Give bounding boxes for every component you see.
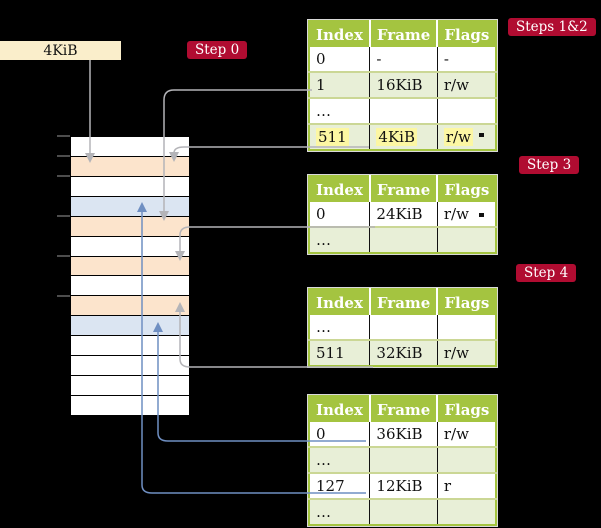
highlight: r/w bbox=[443, 128, 473, 146]
table-row: … bbox=[309, 97, 497, 124]
cell-index: 1 bbox=[309, 71, 370, 98]
physical-memory-strip bbox=[70, 136, 190, 416]
col-header-frame: Frame bbox=[368, 176, 438, 202]
table-row: 127 12KiB r bbox=[309, 472, 497, 499]
page-table-level-4: Index Frame Flags 0 - - 1 16KiB r/w … 51… bbox=[306, 19, 499, 152]
cell-flags bbox=[436, 498, 497, 525]
page-table-level-1: Index Frame Flags 0 36KiB r/w … 127 12Ki… bbox=[306, 394, 499, 527]
badge-step-0: Step 0 bbox=[187, 41, 248, 59]
table-row: … bbox=[309, 226, 497, 253]
memory-frame-row bbox=[71, 376, 189, 396]
col-header-flags: Flags bbox=[436, 396, 497, 422]
cell-flags bbox=[436, 315, 497, 340]
table-row: 0 24KiB r/w bbox=[309, 202, 497, 227]
cell-frame: 4KiB bbox=[369, 123, 438, 150]
memory-frame-row bbox=[71, 196, 189, 217]
table-header-row: Index Frame Flags bbox=[309, 396, 497, 422]
cell-frame: 36KiB bbox=[369, 422, 438, 447]
col-header-index: Index bbox=[309, 396, 370, 422]
table-row: … bbox=[309, 498, 497, 525]
cell-flags: r/w bbox=[436, 339, 497, 366]
root-frame-box: 4KiB bbox=[0, 41, 121, 60]
memory-frame-row bbox=[71, 296, 189, 317]
cell-flags: r/w bbox=[436, 422, 497, 447]
col-header-flags: Flags bbox=[436, 176, 497, 202]
col-header-frame: Frame bbox=[368, 21, 438, 47]
root-frame-label: 4KiB bbox=[43, 42, 78, 59]
cell-index: … bbox=[309, 226, 370, 253]
memory-frame-row bbox=[71, 276, 189, 297]
cell-index: … bbox=[309, 446, 370, 473]
cell-index: … bbox=[316, 318, 331, 336]
cell-frame bbox=[369, 446, 438, 473]
address-tick-marks bbox=[57, 135, 70, 297]
cell-frame bbox=[369, 97, 438, 124]
memory-frame-row bbox=[71, 336, 189, 357]
memory-frame-row bbox=[71, 316, 189, 337]
cell-index: 511 bbox=[309, 339, 370, 366]
memory-frame-row bbox=[71, 395, 189, 415]
cell-frame bbox=[369, 315, 438, 340]
cell-flags bbox=[436, 226, 497, 253]
col-header-flags: Flags bbox=[436, 21, 497, 47]
badge-step-4: Step 4 bbox=[516, 264, 577, 282]
cell-index: … bbox=[309, 97, 370, 124]
memory-frame-row bbox=[71, 137, 189, 157]
col-header-flags: Flags bbox=[436, 289, 497, 315]
cell-flags: r/w bbox=[436, 71, 497, 98]
table-row: … bbox=[309, 446, 497, 473]
cell-frame: 16KiB bbox=[369, 71, 438, 98]
page-table-level-3: Index Frame Flags 0 24KiB r/w … bbox=[306, 174, 499, 255]
cell-frame: 24KiB bbox=[369, 202, 438, 227]
cell-index: 511 bbox=[309, 123, 370, 150]
cell-index: 127 bbox=[309, 472, 370, 499]
table-row: … bbox=[309, 315, 497, 340]
cell-index: 0 bbox=[316, 425, 326, 443]
col-header-index: Index bbox=[309, 21, 370, 47]
cell-frame: 32KiB bbox=[369, 339, 438, 366]
cell-flags bbox=[436, 446, 497, 473]
highlight: 4KiB bbox=[376, 128, 417, 146]
memory-frame-row bbox=[71, 256, 189, 277]
cell-frame bbox=[369, 498, 438, 525]
col-header-index: Index bbox=[309, 289, 370, 315]
badge-steps-1-2: Steps 1&2 bbox=[508, 18, 596, 36]
cell-index: … bbox=[309, 498, 370, 525]
col-header-frame: Frame bbox=[368, 289, 438, 315]
table-row: 0 - - bbox=[309, 47, 497, 72]
cell-flags: - bbox=[436, 47, 497, 72]
col-header-frame: Frame bbox=[368, 396, 438, 422]
cell-frame: 12KiB bbox=[369, 472, 438, 499]
cell-frame bbox=[369, 226, 438, 253]
memory-frame-row bbox=[71, 236, 189, 257]
cell-frame: - bbox=[369, 47, 438, 72]
table-header-row: Index Frame Flags bbox=[309, 176, 497, 202]
table-row: 511 32KiB r/w bbox=[309, 339, 497, 366]
page-table-level-2: Index Frame Flags … 511 32KiB r/w bbox=[306, 287, 499, 368]
memory-frame-row bbox=[71, 356, 189, 377]
cell-flags: r bbox=[436, 472, 497, 499]
table-row: 0 36KiB r/w bbox=[309, 422, 497, 447]
cell-flags bbox=[436, 97, 497, 124]
badge-step-3: Step 3 bbox=[519, 156, 580, 174]
memory-frame-row bbox=[71, 216, 189, 237]
table-row: 1 16KiB r/w bbox=[309, 71, 497, 98]
table-header-row: Index Frame Flags bbox=[309, 21, 497, 47]
table-row-highlighted: 511 4KiB r/w bbox=[309, 123, 497, 150]
cell-index: 0 bbox=[316, 205, 326, 223]
table-header-row: Index Frame Flags bbox=[309, 289, 497, 315]
memory-frame-row bbox=[71, 176, 189, 197]
col-header-index: Index bbox=[309, 176, 370, 202]
cell-index: 0 bbox=[316, 50, 326, 68]
cell-flags: r/w bbox=[436, 202, 497, 227]
highlight: 511 bbox=[316, 128, 349, 146]
memory-frame-row bbox=[71, 156, 189, 177]
cell-flags: r/w bbox=[436, 123, 497, 150]
